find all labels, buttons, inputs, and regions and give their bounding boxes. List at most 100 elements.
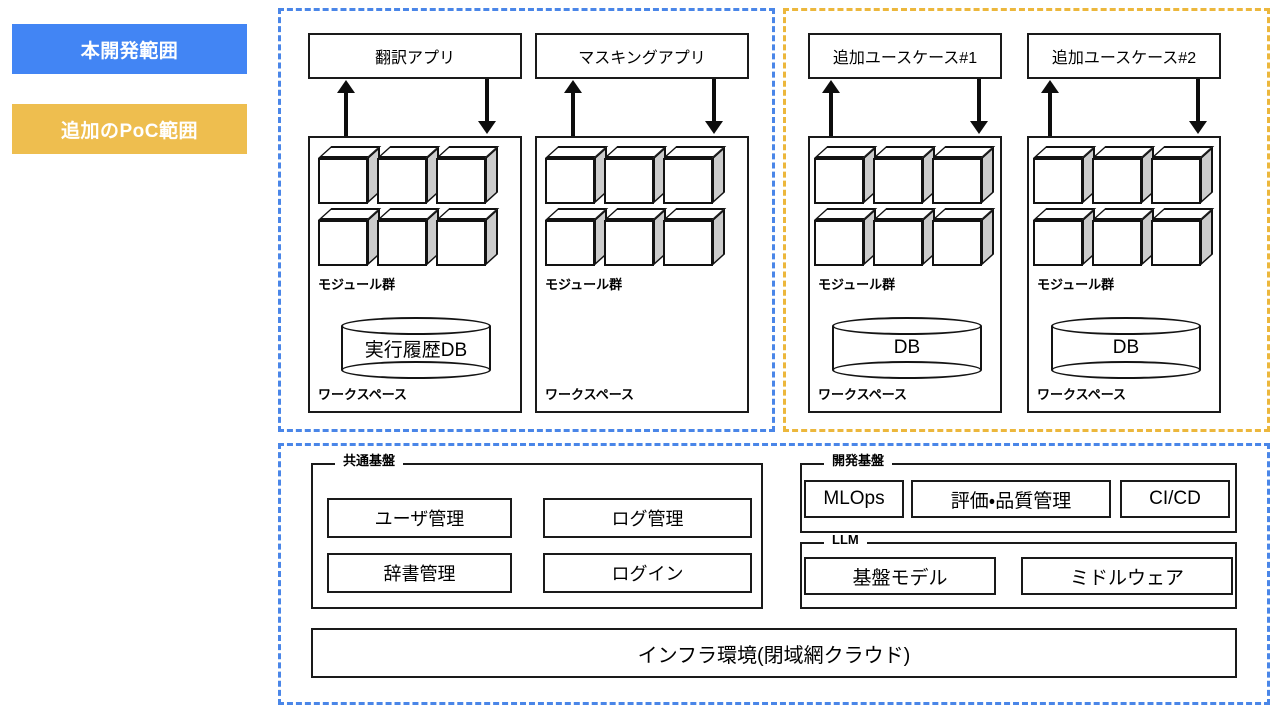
common-platform-item-user-management-label: ユーザ管理 [374,509,465,529]
database-cylinder-translation: 実行履歴DB [341,317,491,379]
arrow-up-line-column-3 [829,92,833,136]
scope-region-main-development-top [278,8,775,432]
group-common-platform: 共通基盤 [311,454,763,609]
llm-item-middleware[interactable]: ミドルウェア [1021,557,1233,595]
app-box-translation-label: 翻訳アプリ [374,50,455,67]
database-label-translation: 実行履歴DB [364,339,468,361]
workspace-label-additional-usecase-2: ワークスペース [1037,387,1127,402]
arrow-down-head-column-3 [970,121,988,134]
group-llm: LLM [800,533,1237,609]
module-cube [1151,208,1215,266]
workspace-label-masking: ワークスペース [545,387,635,402]
development-platform-item-ci-cd-label: CI/CD [1149,488,1201,509]
modules-label-translation: モジュール群 [318,277,396,292]
module-cube [1151,146,1215,204]
common-platform-item-user-management[interactable]: ユーザ管理 [327,498,512,538]
app-box-additional-usecase-1-label: 追加ユースケース#1 [832,50,978,67]
development-platform-item-mlops-label: MLOps [823,488,885,509]
app-box-masking-label: マスキングアプリ [578,50,706,67]
development-platform-item-ci-cd[interactable]: CI/CD [1120,480,1230,518]
module-cube-grid-additional-usecase-2 [1033,146,1239,268]
common-platform-item-log-management-label: ログ管理 [611,509,684,529]
app-box-additional-usecase-2-label: 追加ユースケース#2 [1051,50,1197,67]
llm-item-middleware-label: ミドルウェア [1069,567,1184,589]
module-cube [1092,146,1156,204]
cylinder-bottom-ellipse [341,361,491,379]
module-cube [814,208,878,266]
arrow-up-head-column-2 [564,80,582,93]
module-cube [932,146,996,204]
module-cube-grid-additional-usecase-1 [814,146,1020,268]
arrow-down-line-column-1 [485,79,489,122]
app-box-additional-usecase-1[interactable]: 追加ユースケース#1 [808,33,1002,79]
module-cube [873,208,937,266]
module-cube [1092,208,1156,266]
module-cube-grid-translation [318,146,524,268]
common-platform-item-dictionary-management[interactable]: 辞書管理 [327,553,512,593]
development-platform-item-mlops[interactable]: MLOps [804,480,904,518]
workspace-masking: モジュール群 ワークスペース [535,136,749,413]
database-cylinder-additional-usecase-2: DB [1051,317,1201,379]
app-box-translation[interactable]: 翻訳アプリ [308,33,522,79]
module-cube [1033,208,1097,266]
arrow-down-head-column-1 [478,121,496,134]
workspace-label-translation: ワークスペース [318,387,408,402]
module-cube-grid-masking [545,146,751,268]
legend-main-development-scope: 本開発範囲 [12,24,247,74]
module-cube [545,208,609,266]
common-platform-item-login[interactable]: ログイン [543,553,752,593]
arrow-down-line-column-3 [977,79,981,122]
group-common-platform-legend: 共通基盤 [335,454,404,468]
modules-label-masking: モジュール群 [545,277,623,292]
modules-label-additional-usecase-2: モジュール群 [1037,277,1115,292]
infrastructure-environment-bar[interactable]: インフラ環境(閉域網クラウド) [311,628,1237,678]
database-cylinder-additional-usecase-1: DB [832,317,982,379]
common-platform-item-log-management[interactable]: ログ管理 [543,498,752,538]
workspace-label-additional-usecase-1: ワークスペース [818,387,908,402]
arrow-down-line-column-2 [712,79,716,122]
arrow-up-line-column-4 [1048,92,1052,136]
arrow-up-line-column-2 [571,92,575,136]
arrow-up-head-column-4 [1041,80,1059,93]
arrow-down-head-column-4 [1189,121,1207,134]
module-cube [318,208,382,266]
module-cube [814,146,878,204]
module-cube [377,208,441,266]
legend-additional-poc-scope: 追加のPoC範囲 [12,104,247,154]
module-cube [545,146,609,204]
common-platform-item-login-label: ログイン [611,564,684,584]
module-cube [932,208,996,266]
module-cube [436,146,500,204]
module-cube [604,146,668,204]
infrastructure-environment-label: インフラ環境(閉域網クラウド) [637,644,911,667]
workspace-additional-usecase-2: モジュール群 DB ワークスペース [1027,136,1221,413]
module-cube [663,146,727,204]
llm-item-foundation-model-label: 基盤モデル [852,567,948,589]
legend-main-development-scope-label: 本開発範囲 [80,40,179,62]
arrow-down-head-column-2 [705,121,723,134]
legend-additional-poc-scope-label: 追加のPoC範囲 [60,120,198,142]
module-cube [873,146,937,204]
scope-region-main-development-bottom [278,443,1270,705]
module-cube [377,146,441,204]
arrow-up-head-column-1 [337,80,355,93]
group-development-platform: 開発基盤 [800,454,1237,533]
module-cube [436,208,500,266]
arrow-up-head-column-3 [822,80,840,93]
module-cube [1033,146,1097,204]
database-label-additional-usecase-2: DB [1112,337,1140,358]
group-development-platform-legend: 開発基盤 [824,454,893,468]
cylinder-bottom-ellipse [1051,361,1201,379]
module-cube [318,146,382,204]
cylinder-bottom-ellipse [832,361,982,379]
app-box-additional-usecase-2[interactable]: 追加ユースケース#2 [1027,33,1221,79]
cylinder-top-ellipse [1051,317,1201,335]
llm-item-foundation-model[interactable]: 基盤モデル [804,557,996,595]
app-box-masking[interactable]: マスキングアプリ [535,33,749,79]
cylinder-top-ellipse [341,317,491,335]
arrow-down-line-column-4 [1196,79,1200,122]
development-platform-item-quality-management[interactable]: 評価・品質管理 [911,480,1111,518]
database-label-additional-usecase-1: DB [893,337,921,358]
cylinder-top-ellipse [832,317,982,335]
module-cube [604,208,668,266]
